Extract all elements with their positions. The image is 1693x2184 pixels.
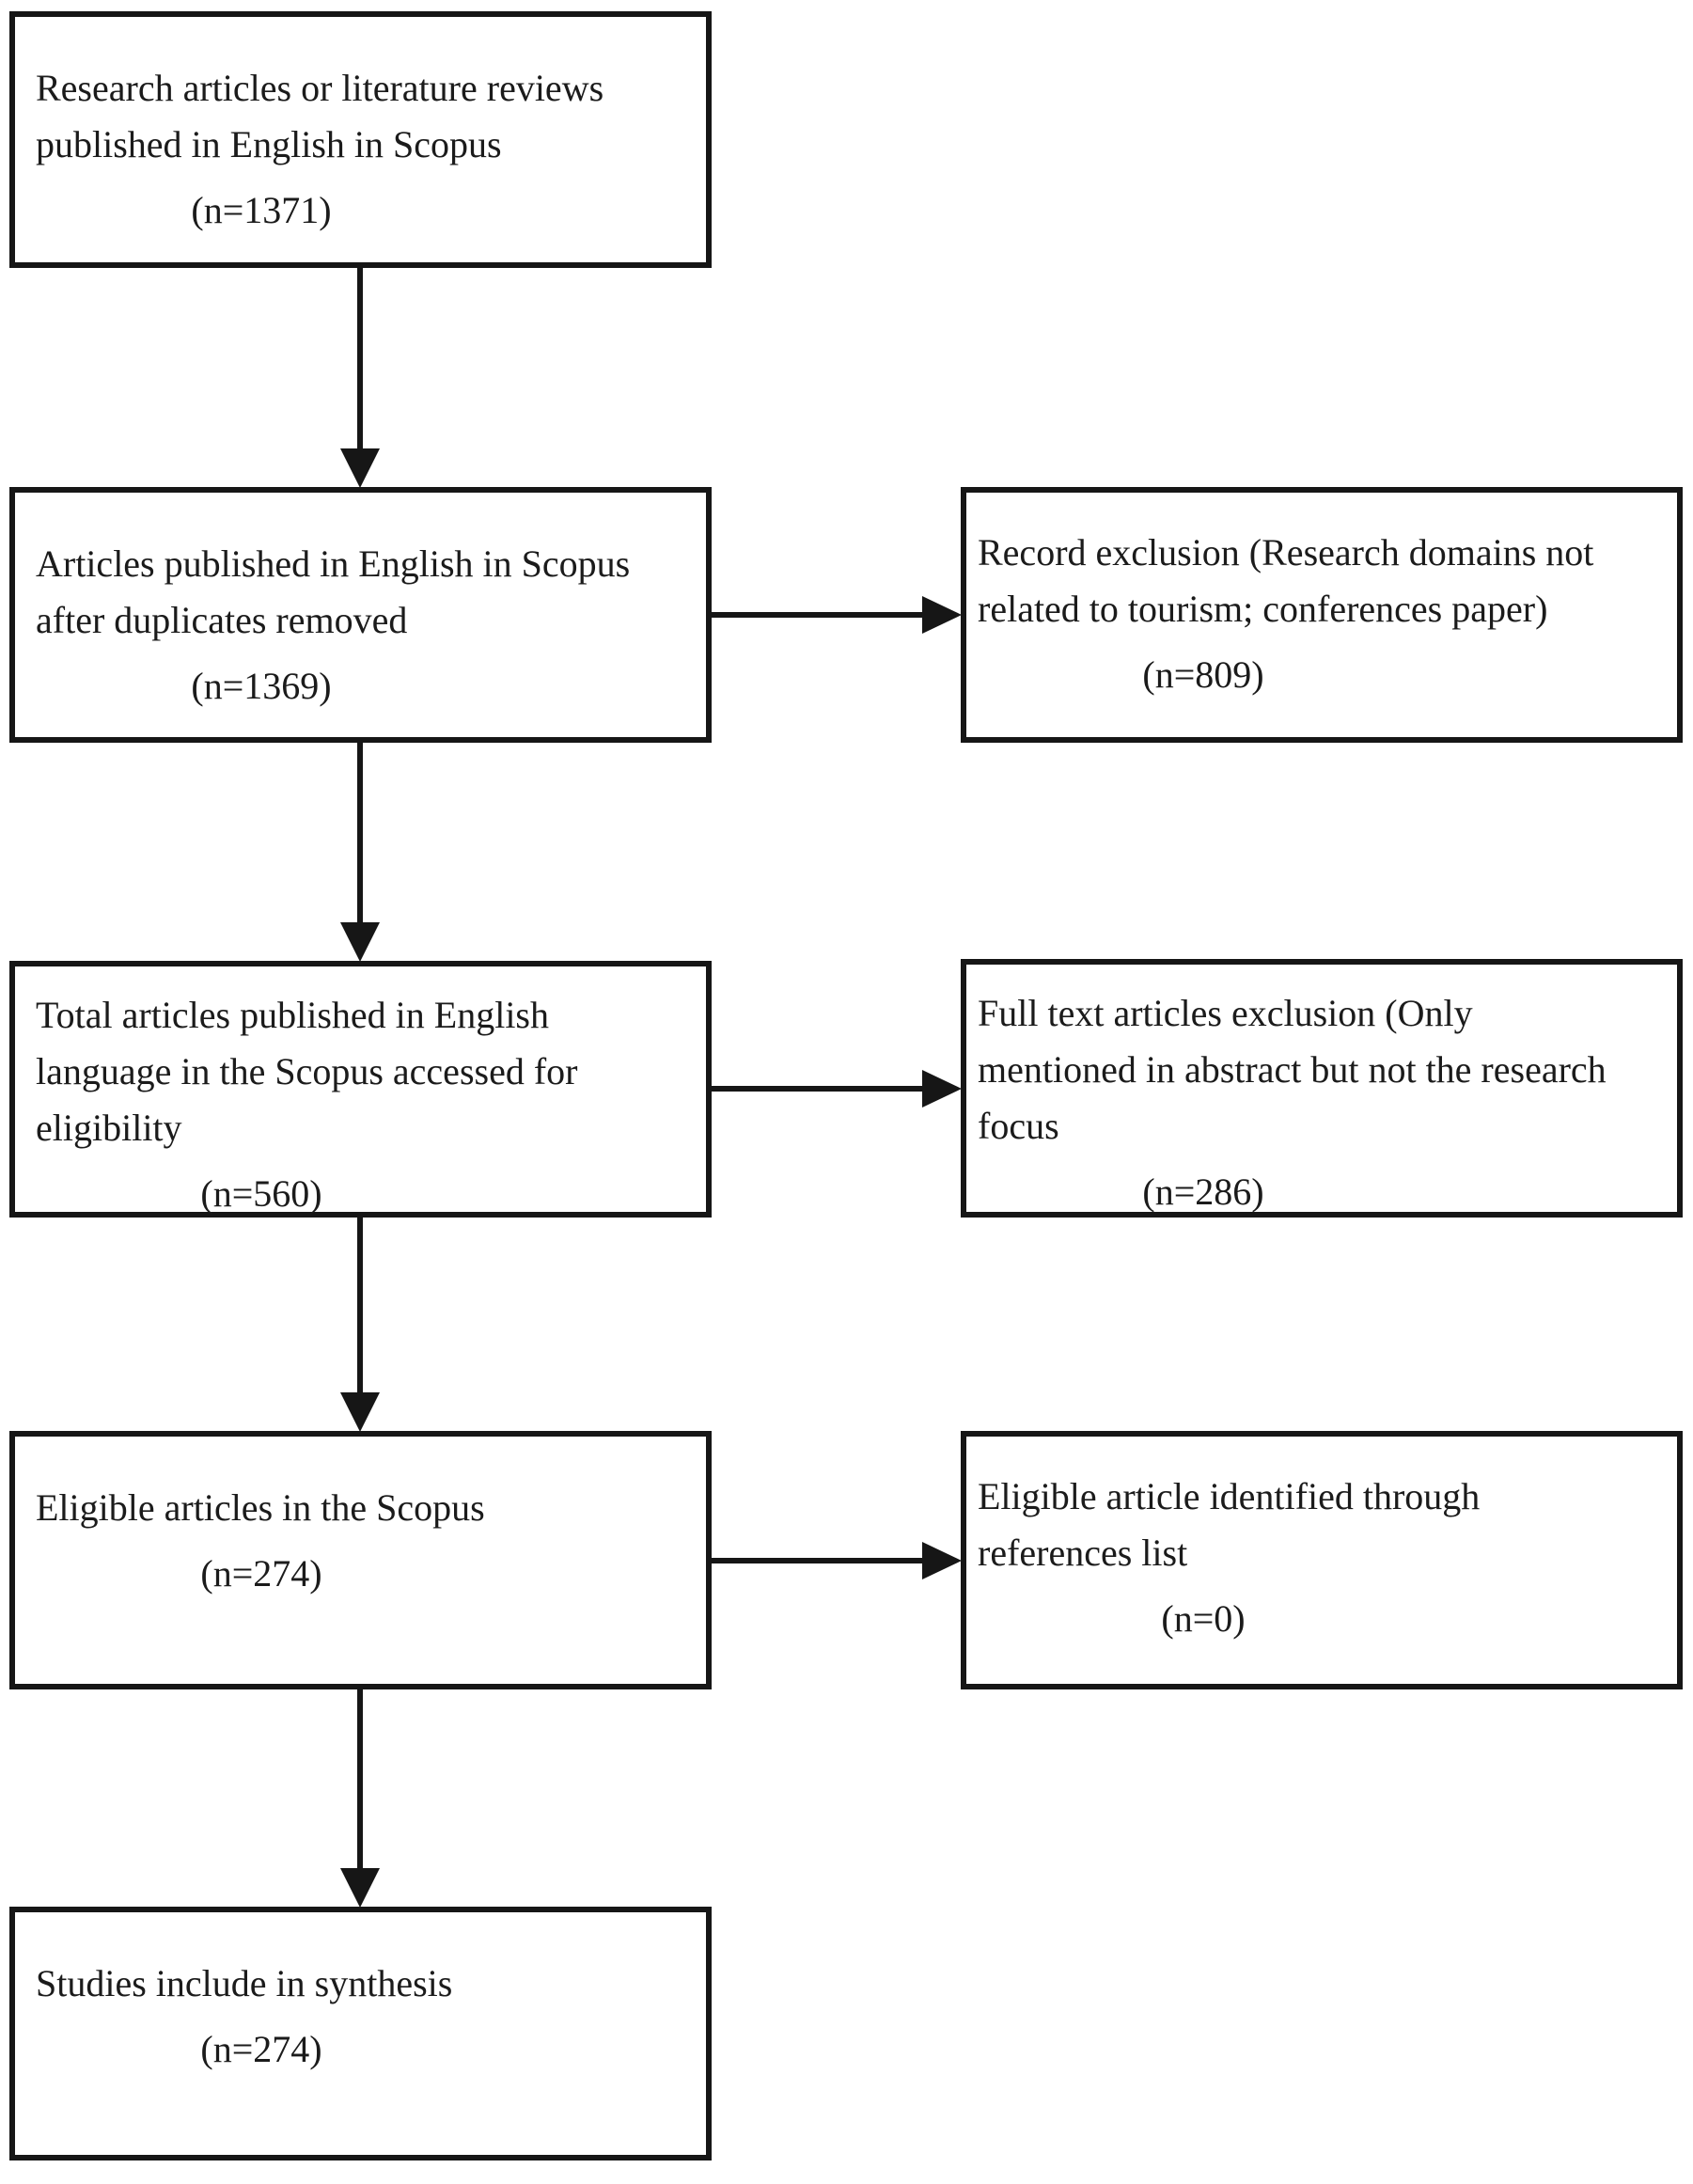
box-text-line: Eligible article identified through bbox=[978, 1475, 1481, 1517]
connector-line-down-2 bbox=[357, 743, 363, 924]
arrow-down-icon bbox=[340, 1868, 380, 1908]
flow-box-full-text-exclusion: Full text articles exclusion (Only menti… bbox=[961, 959, 1683, 1218]
box-text-line: eligibility bbox=[36, 1107, 182, 1149]
connector-line-right-2 bbox=[710, 1086, 924, 1092]
count-label: (n=0) bbox=[1161, 1597, 1246, 1640]
flow-box-references-list: Eligible article identified through refe… bbox=[961, 1431, 1683, 1689]
arrow-right-icon bbox=[922, 596, 962, 634]
box-text-line: Eligible articles in the Scopus bbox=[36, 1486, 485, 1529]
box-text-line: Full text articles exclusion (Only bbox=[978, 992, 1473, 1034]
count-label: (n=286) bbox=[1142, 1171, 1264, 1213]
arrow-right-icon bbox=[922, 1542, 962, 1579]
flow-box-duplicates-removed: Articles published in English in Scopus … bbox=[9, 487, 712, 743]
arrow-right-icon bbox=[922, 1070, 962, 1108]
box-text-line: after duplicates removed bbox=[36, 599, 408, 641]
box-text-line: Articles published in English in Scopus bbox=[36, 542, 631, 585]
count-label: (n=1371) bbox=[191, 189, 332, 231]
box-text-line: Studies include in synthesis bbox=[36, 1962, 453, 2004]
count-label: (n=274) bbox=[200, 1552, 322, 1595]
connector-line-right-1 bbox=[710, 612, 924, 618]
box-text-line: related to tourism; conferences paper) bbox=[978, 588, 1548, 630]
count-label: (n=809) bbox=[1142, 653, 1264, 696]
arrow-down-icon bbox=[340, 922, 380, 962]
connector-line-down-4 bbox=[357, 1689, 363, 1870]
flow-box-record-exclusion: Record exclusion (Research domains not r… bbox=[961, 487, 1683, 743]
box-text-line: references list bbox=[978, 1532, 1188, 1574]
count-label: (n=1369) bbox=[191, 665, 332, 707]
box-text-line: mentioned in abstract but not the resear… bbox=[978, 1048, 1607, 1091]
arrow-down-icon bbox=[340, 448, 380, 488]
flow-box-identification: Research articles or literature reviews … bbox=[9, 11, 712, 268]
count-label: (n=560) bbox=[200, 1172, 322, 1215]
box-text-line: language in the Scopus accessed for bbox=[36, 1050, 578, 1092]
box-text-line: focus bbox=[978, 1105, 1059, 1147]
flow-box-included-in-synthesis: Studies include in synthesis (n=274) bbox=[9, 1907, 712, 2160]
connector-line-down-1 bbox=[357, 268, 363, 449]
connector-line-down-3 bbox=[357, 1218, 363, 1394]
box-text-line: Research articles or literature reviews bbox=[36, 67, 604, 109]
flow-box-accessed-for-eligibility: Total articles published in English lang… bbox=[9, 961, 712, 1218]
connector-line-right-3 bbox=[710, 1558, 924, 1563]
box-text-line: published in English in Scopus bbox=[36, 123, 502, 165]
count-label: (n=274) bbox=[200, 2028, 322, 2070]
arrow-down-icon bbox=[340, 1392, 380, 1432]
box-text-line: Record exclusion (Research domains not bbox=[978, 531, 1594, 573]
flow-box-eligible-articles: Eligible articles in the Scopus (n=274) bbox=[9, 1431, 712, 1689]
box-text-line: Total articles published in English bbox=[36, 994, 549, 1036]
